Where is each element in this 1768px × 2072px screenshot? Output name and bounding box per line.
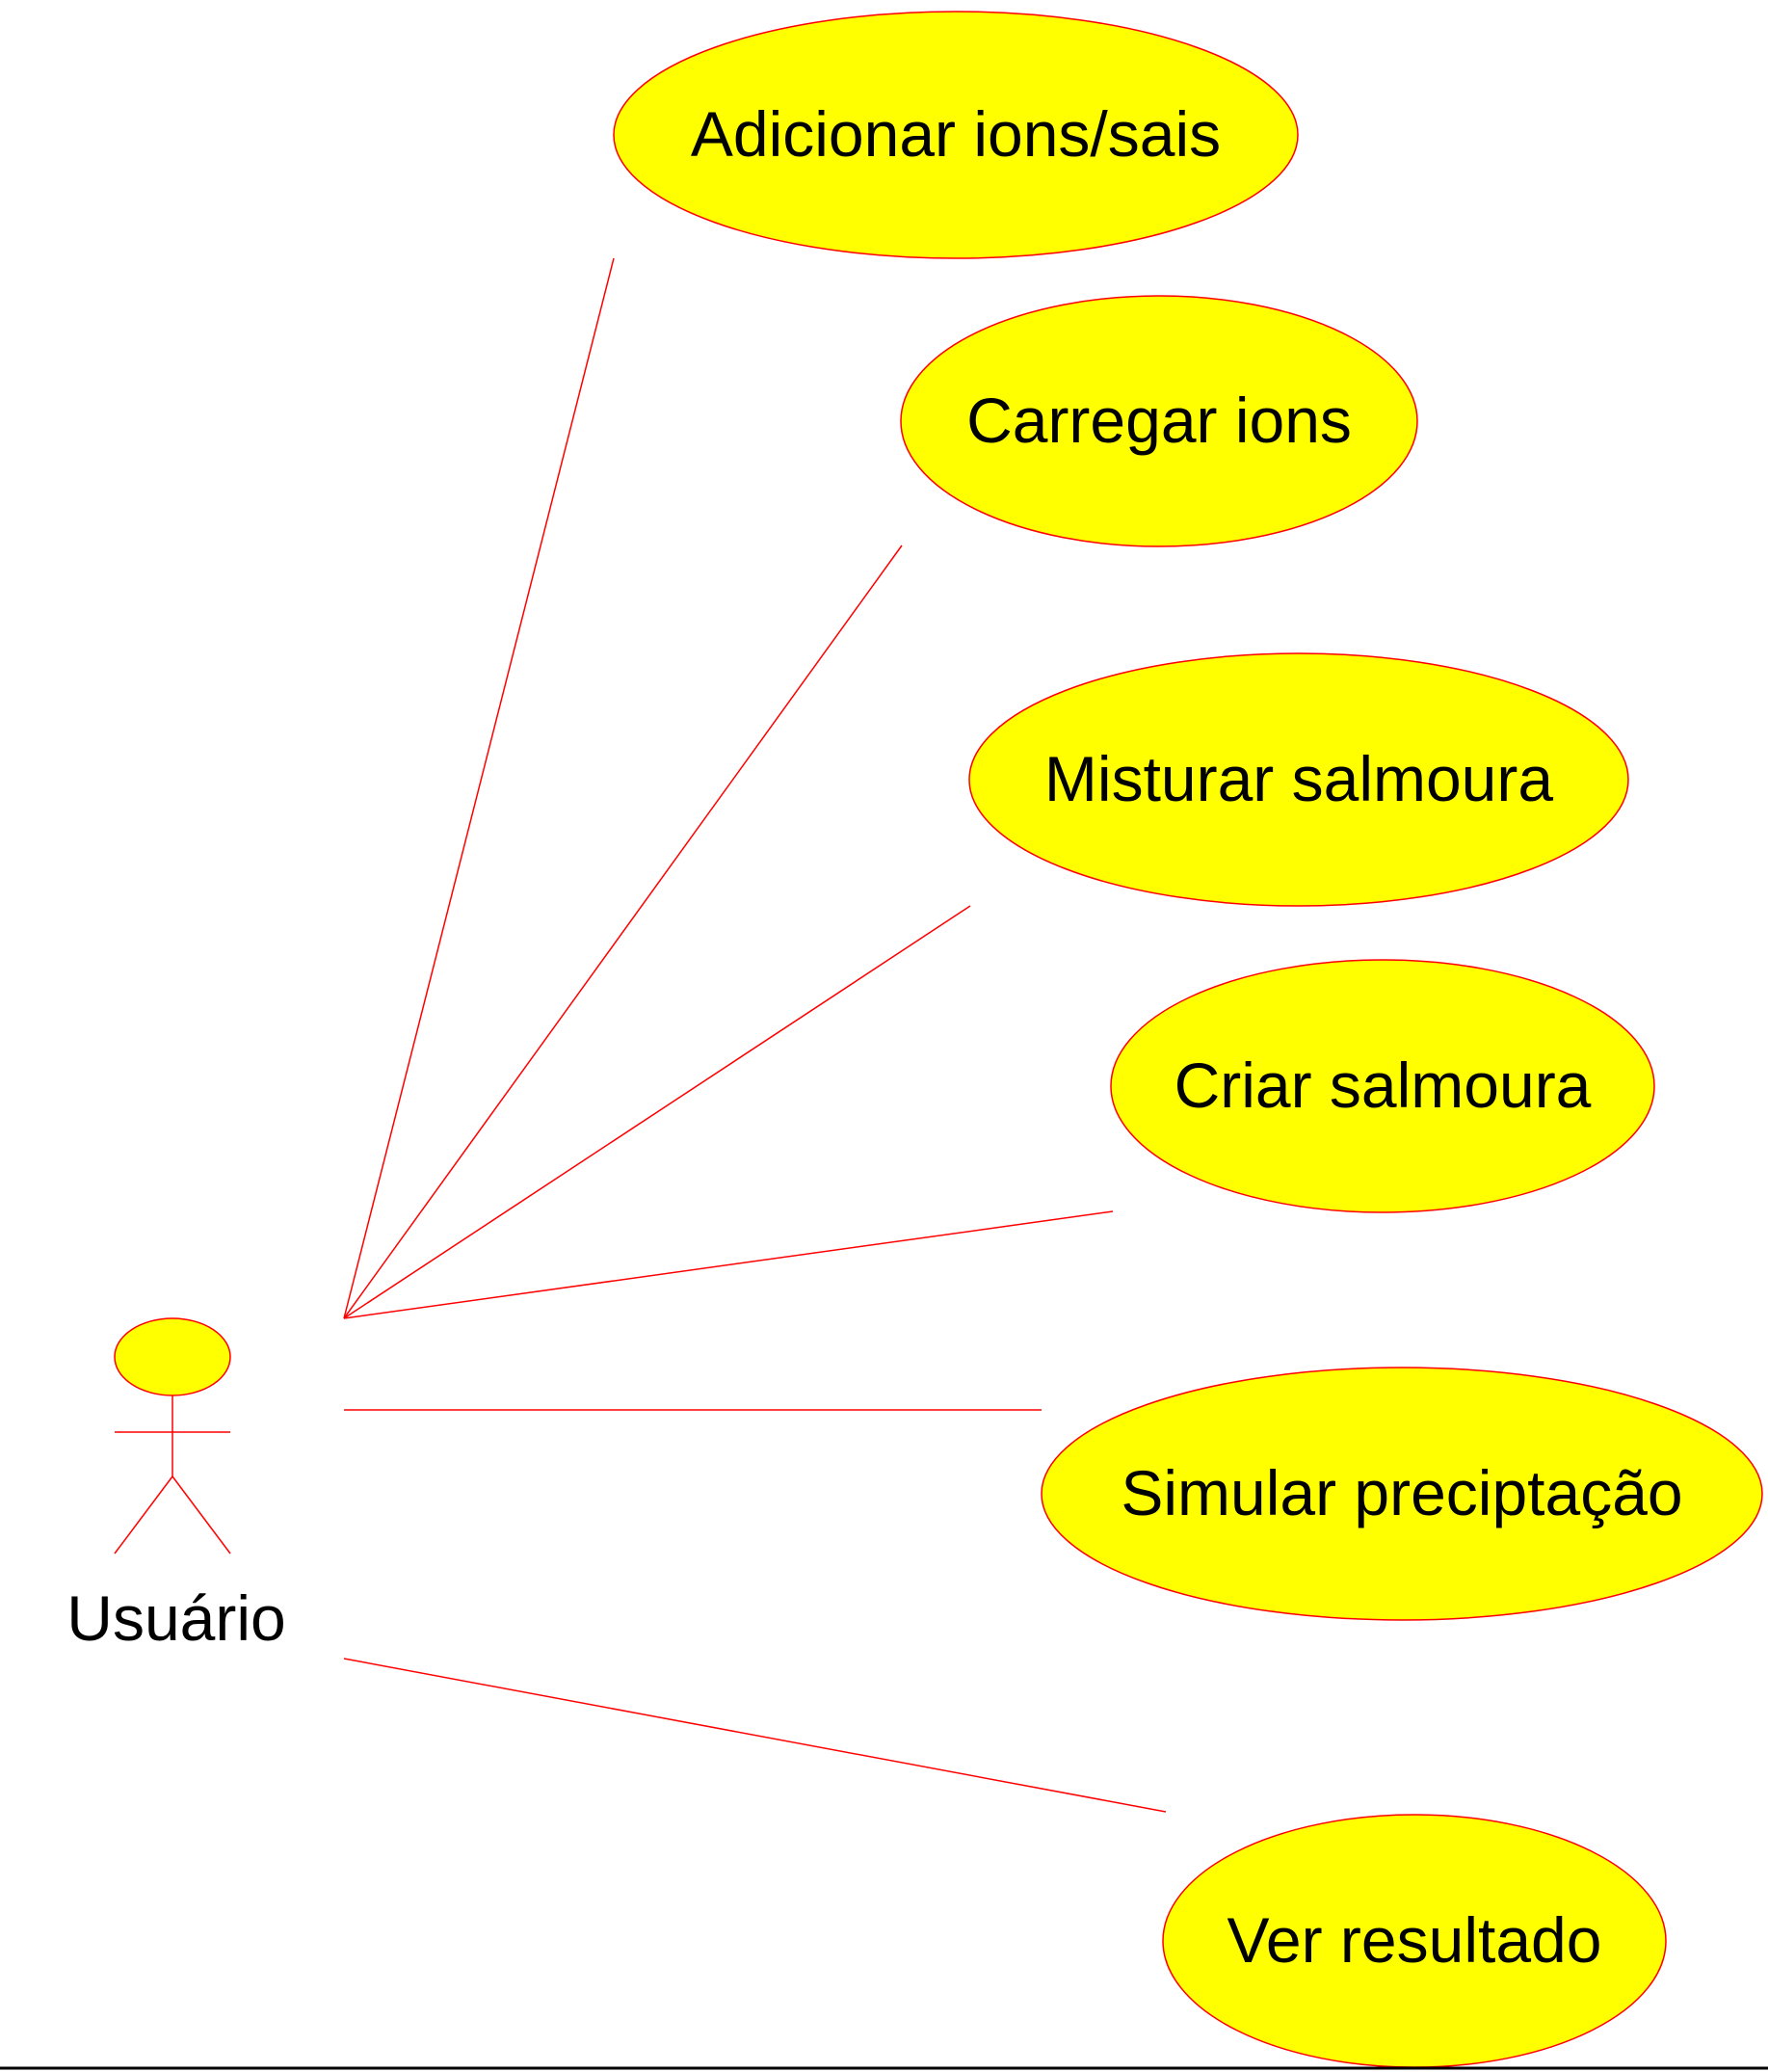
- use-case-misturar-salmoura: Misturar salmoura: [968, 652, 1629, 907]
- actor-right-leg: [172, 1475, 231, 1554]
- use-case-label: Adicionar ions/sais: [691, 98, 1221, 170]
- use-case-label: Carregar ions: [966, 385, 1352, 456]
- use-case-label: Ver resultado: [1227, 1904, 1602, 1976]
- association-carregar: [343, 545, 903, 1319]
- association-ver-resultado: [343, 1658, 1167, 1813]
- use-case-simular-preciptacao: Simular preciptação: [1041, 1367, 1763, 1621]
- association-criar: [343, 1210, 1114, 1319]
- association-adicionar: [343, 257, 615, 1319]
- use-case-ellipse: [900, 295, 1418, 547]
- use-case-carregar-ions: Carregar ions: [900, 295, 1418, 547]
- use-case-ellipse: [968, 652, 1629, 907]
- use-case-label: Criar salmoura: [1174, 1049, 1592, 1121]
- actor-head: [114, 1317, 231, 1396]
- use-case-ellipse: [1110, 959, 1655, 1213]
- use-case-adicionar-ions-sais: Adicionar ions/sais: [613, 11, 1299, 259]
- use-case-ellipse: [1041, 1367, 1763, 1621]
- use-case-label: Simular preciptação: [1121, 1457, 1682, 1528]
- association-misturar: [343, 905, 971, 1319]
- use-case-criar-salmoura: Criar salmoura: [1110, 959, 1655, 1213]
- use-case-label: Misturar salmoura: [1044, 743, 1553, 814]
- actor-left-leg: [114, 1475, 173, 1554]
- actor-usuario: Usuário: [66, 1317, 286, 1654]
- use-case-ver-resultado: Ver resultado: [1162, 1814, 1667, 2068]
- actor-label: Usuário: [66, 1582, 285, 1654]
- use-case-ellipse: [613, 11, 1299, 259]
